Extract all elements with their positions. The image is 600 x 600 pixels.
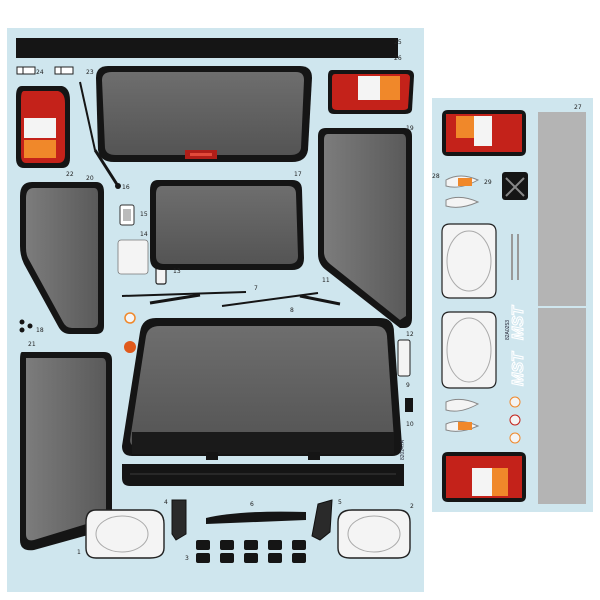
headlight-left-decal <box>85 509 165 559</box>
part-number-20: 20 <box>86 175 94 182</box>
side-indicator-decals <box>445 172 528 208</box>
part-number-13: 13 <box>173 268 181 275</box>
mst-logo-upper: MST <box>510 305 527 340</box>
side-headlight-top-decal <box>441 223 497 299</box>
part-number-27: 27 <box>574 104 582 111</box>
part-number-16: 16 <box>122 184 130 191</box>
part-number-21: 21 <box>28 341 36 348</box>
side-code-a-text: 820247A <box>400 439 406 460</box>
part-number-23: 23 <box>86 69 94 76</box>
part-number-10: 10 <box>406 421 414 428</box>
part-number-25: 25 <box>394 39 402 46</box>
part-number-19: 19 <box>406 125 414 132</box>
part-number-26: 26 <box>394 55 402 62</box>
part-number-22: 22 <box>66 171 74 178</box>
windshield-decal <box>122 318 402 460</box>
part-number-8: 8 <box>290 307 294 314</box>
part-number-5: 5 <box>338 499 342 506</box>
side-indicator-decals-bottom <box>445 396 521 444</box>
marker-dots-left <box>19 312 136 353</box>
part-number-11: 11 <box>322 277 330 284</box>
hood-strip-decal <box>122 464 404 486</box>
side-mirror-decals <box>117 204 167 285</box>
quarter-window-decal <box>150 180 304 270</box>
rear-wiper-decal <box>79 81 121 189</box>
part-number-9: 9 <box>406 382 410 389</box>
part-number-18: 18 <box>36 327 44 334</box>
mst-logo-lower: MST <box>510 351 527 386</box>
part-number-15: 15 <box>140 211 148 218</box>
part-number-24: 24 <box>36 69 44 76</box>
part-number-14: 14 <box>140 231 148 238</box>
part-number-3: 3 <box>185 555 189 562</box>
side-headlight-bottom-decal <box>441 311 497 389</box>
tail-light-left-decal <box>16 86 70 168</box>
part-number-4: 4 <box>164 499 168 506</box>
grille-decals <box>171 499 333 563</box>
side-tail-light-bottom-decal <box>442 452 526 502</box>
rear-window-decal <box>96 66 312 162</box>
side-tail-light-top-decal <box>442 110 526 156</box>
tail-light-right-decal <box>328 70 414 114</box>
part-number-12: 12 <box>406 331 414 338</box>
part-number-labels: 1 2 3 4 5 6 7 8 9 10 11 12 13 14 15 16 1… <box>28 39 582 562</box>
side-small-decals-right <box>397 339 413 412</box>
part-number-17: 17 <box>294 171 302 178</box>
marker-light-decals-top <box>16 66 74 75</box>
part-number-1: 1 <box>77 549 81 556</box>
side-stripe-decal <box>538 112 586 504</box>
door-window-left-front-decal <box>20 182 104 334</box>
part-number-2: 2 <box>410 503 414 510</box>
part-number-28: 28 <box>432 173 440 180</box>
front-wiper-decals <box>121 291 341 307</box>
headlight-right-decal <box>337 509 411 559</box>
side-code-b-text: 82A0253 <box>505 320 511 340</box>
side-vertical-lines-decal <box>511 234 519 280</box>
part-number-7: 7 <box>254 285 258 292</box>
part-number-6: 6 <box>250 501 254 508</box>
door-window-right-decal <box>318 128 412 328</box>
part-number-29: 29 <box>484 179 492 186</box>
roof-strip-decal <box>16 38 398 58</box>
door-window-left-rear-decal <box>20 352 112 551</box>
